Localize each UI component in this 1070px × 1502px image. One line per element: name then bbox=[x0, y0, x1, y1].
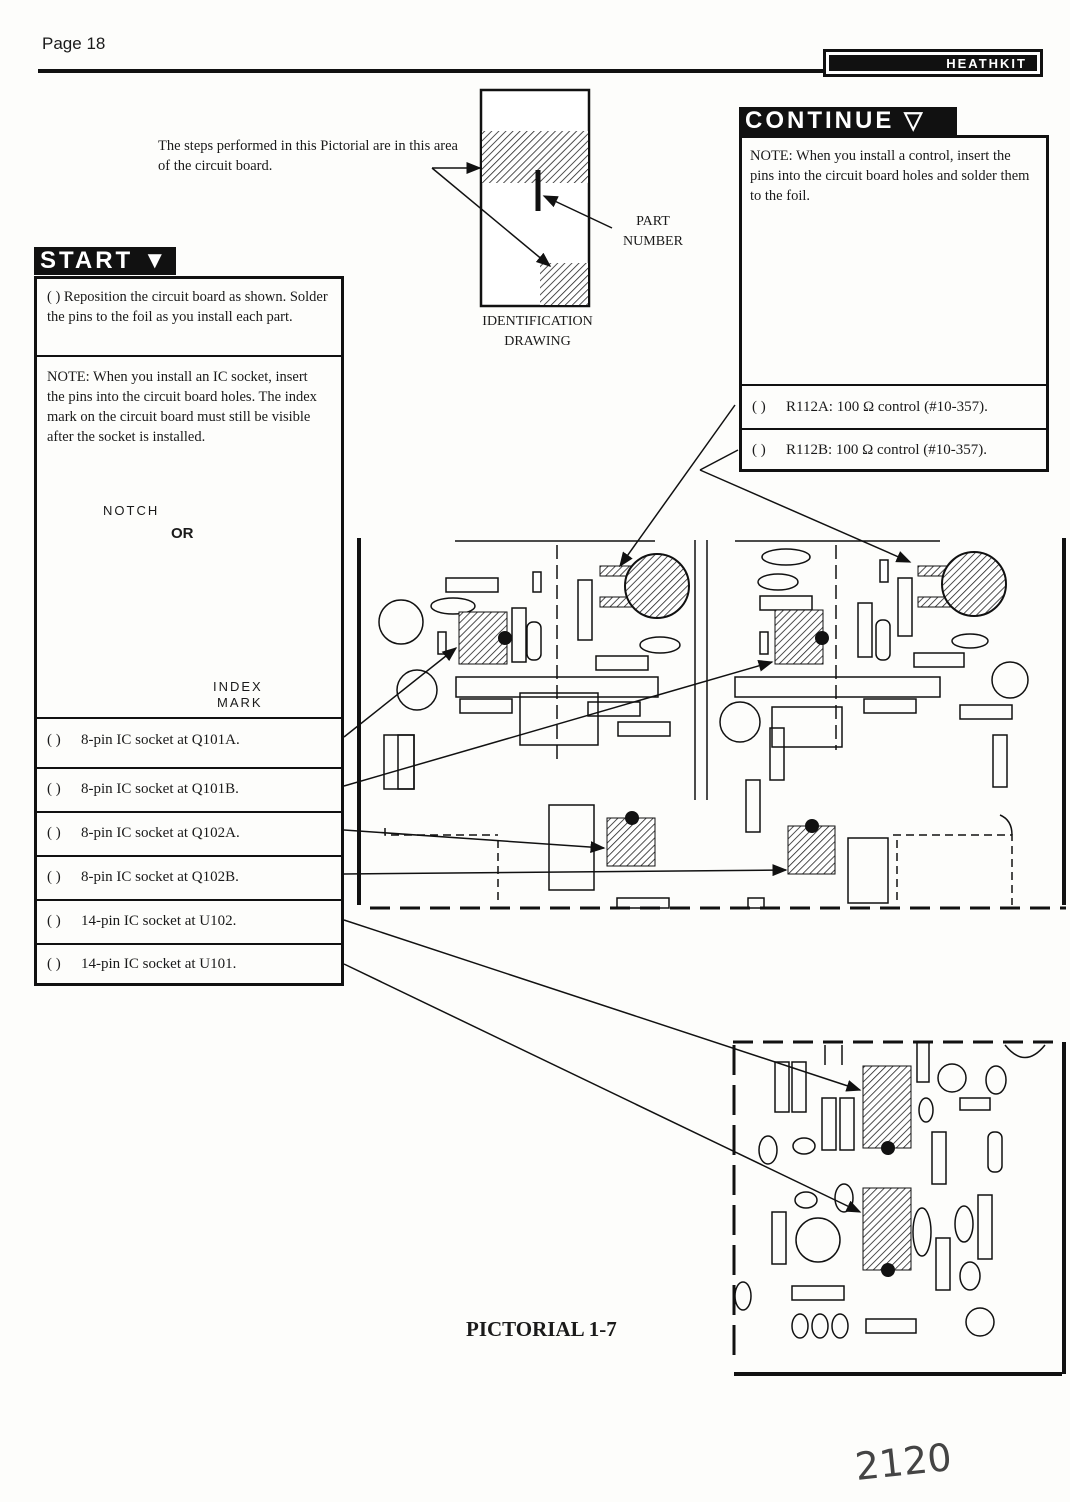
step-r112b[interactable]: ( )R112B: 100 Ω control (#10-357). bbox=[742, 428, 1046, 470]
ic-socket-q102a bbox=[606, 811, 656, 867]
step-r112a[interactable]: ( )R112A: 100 Ω control (#10-357). bbox=[742, 384, 1046, 428]
part-number-label: PART NUMBER bbox=[623, 214, 683, 249]
ic-socket-u102 bbox=[862, 1065, 912, 1155]
pictorial-caption: PICTORIAL 1-7 bbox=[466, 1317, 617, 1341]
identification-drawing-caption: IDENTIFICATION DRAWING bbox=[482, 314, 593, 349]
step-u101[interactable]: ( )14-pin IC socket at U101. bbox=[37, 943, 341, 983]
step-q101a[interactable]: ( )8-pin IC socket at Q101A. bbox=[37, 717, 341, 761]
identification-drawing bbox=[431, 88, 613, 308]
control-note: NOTE: When you install a control, insert… bbox=[750, 148, 1030, 204]
ic-socket-q101a bbox=[458, 611, 512, 665]
page-number: Page 18 bbox=[42, 34, 106, 53]
step-u102[interactable]: ( )14-pin IC socket at U102. bbox=[37, 899, 341, 941]
or-label: OR bbox=[171, 525, 194, 542]
control-r112a bbox=[599, 553, 690, 619]
circuit-board-lower bbox=[732, 1040, 1066, 1376]
reposition-step[interactable]: ( ) Reposition the circuit board as show… bbox=[47, 289, 328, 325]
step-q102a[interactable]: ( )8-pin IC socket at Q102A. bbox=[37, 811, 341, 853]
header-rule bbox=[38, 69, 824, 73]
control-r112b bbox=[917, 551, 1007, 617]
index-label: INDEX bbox=[213, 679, 263, 694]
mark-label: MARK bbox=[217, 695, 263, 710]
divider bbox=[37, 355, 341, 357]
notch-label: NOTCH bbox=[103, 503, 160, 518]
continue-panel: NOTE: When you install a control, insert… bbox=[739, 135, 1049, 472]
step-q102b[interactable]: ( )8-pin IC socket at Q102B. bbox=[37, 855, 341, 897]
ic-socket-u101 bbox=[862, 1187, 912, 1277]
area-note: The steps performed in this Pictorial ar… bbox=[158, 138, 458, 174]
leader-arrows bbox=[343, 404, 912, 1213]
heathkit-logo: HEATHKIT bbox=[823, 49, 1043, 77]
continue-header: CONTINUE ▽ bbox=[739, 107, 957, 135]
circuit-board-upper bbox=[357, 538, 1066, 910]
ic-socket-q101b bbox=[774, 609, 829, 665]
start-header: START ▼ bbox=[34, 247, 176, 275]
step-q101b[interactable]: ( )8-pin IC socket at Q101B. bbox=[37, 767, 341, 809]
ic-socket-note: NOTE: When you install an IC socket, ins… bbox=[47, 369, 317, 445]
start-panel: ( ) Reposition the circuit board as show… bbox=[34, 276, 344, 986]
ic-socket-q102b bbox=[787, 819, 836, 875]
